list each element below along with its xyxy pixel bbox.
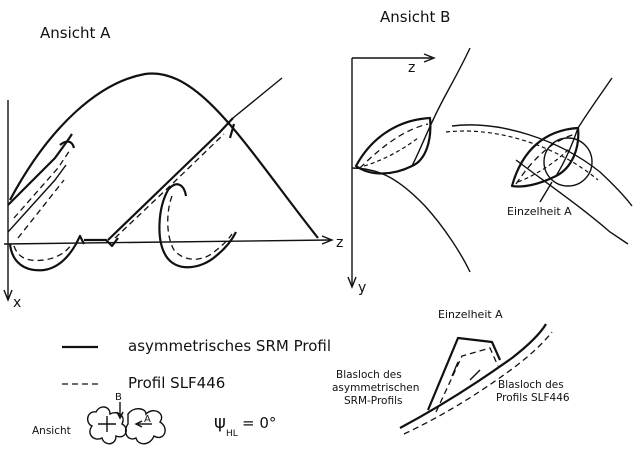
detail-a: Einzelheit A Blasloch des asymmetrischen… xyxy=(332,308,570,435)
detail-a-srm-label-1: Blasloch des xyxy=(336,369,402,381)
inset-rotor-male-icon xyxy=(86,406,127,445)
view-b-blowhole-1-slf xyxy=(359,123,429,169)
view-a-flank-2-tip xyxy=(228,123,236,139)
view-a-x-arrow-icon xyxy=(3,289,13,302)
view-a-srm-tooth-1 xyxy=(59,140,76,149)
view-a-slf-root-2 xyxy=(167,195,233,260)
view-b-housing-arc xyxy=(451,124,633,207)
legend-srm-label: asymmetrisches SRM Profil xyxy=(128,337,331,355)
detail-a-slf-label-2: Profils SLF446 xyxy=(496,392,570,404)
view-a-slf-flank-1b xyxy=(17,179,65,239)
detail-a-slf-leader xyxy=(469,369,481,381)
detail-a-srm-edge xyxy=(399,323,547,429)
view-b-detail-callout: Einzelheit A xyxy=(507,205,572,218)
view-a-srm-tip-step xyxy=(84,237,119,248)
view-b-blowhole-1 xyxy=(354,116,432,175)
detail-a-srm-label-3: SRM-Profils xyxy=(344,395,402,407)
view-a-srm-flank-1 xyxy=(7,133,73,206)
rotor-inset: Ansicht B A xyxy=(32,392,166,445)
view-b-flank-2 xyxy=(555,77,613,177)
detail-a-srm-label-2: asymmetrischen xyxy=(332,382,419,394)
view-a-slf-root-1 xyxy=(13,243,73,262)
inset-mark-a: A xyxy=(144,414,151,425)
view-b-rotor-arc xyxy=(351,167,471,273)
view-b-z-label: z xyxy=(408,60,415,76)
detail-a-slf-label-1: Blasloch des xyxy=(498,379,564,391)
detail-a-srm-blowhole xyxy=(426,336,502,411)
view-b-blowhole-2-slf xyxy=(515,133,577,185)
detail-a-slf-blowhole xyxy=(435,347,499,413)
inset-label: Ansicht xyxy=(32,425,71,437)
inset-arrow-a-head-icon xyxy=(134,420,143,428)
view-b-z-arrow-icon xyxy=(423,53,436,63)
view-a-srm-flank-2 xyxy=(107,117,234,241)
view-a-flank-2-extension xyxy=(232,77,283,119)
view-a-srm-flank-1b xyxy=(7,164,67,233)
view-b-y-arrow-icon xyxy=(347,276,357,289)
view-b-y-label: y xyxy=(358,280,366,296)
angle-value: = 0° xyxy=(242,414,276,432)
angle-subscript: HL xyxy=(226,429,238,439)
view-b-detail-circle xyxy=(543,137,593,187)
inset-rotor-female-icon xyxy=(124,408,166,445)
detail-a-slf-edge xyxy=(403,331,553,435)
legend: asymmetrisches SRM Profil Profil SLF446 xyxy=(62,337,331,392)
view-a-slf-flank-2 xyxy=(114,133,225,239)
legend-slf-label: Profil SLF446 xyxy=(128,374,225,392)
view-a-srm-root-2 xyxy=(158,189,237,269)
view-b-title: Ansicht B xyxy=(380,8,450,26)
view-a-srm-root-1 xyxy=(8,234,85,272)
detail-a-srm-label: Blasloch des asymmetrischen SRM-Profils xyxy=(332,369,423,407)
view-b-detail-leader xyxy=(539,181,553,203)
view-b-rotor-arc-2 xyxy=(515,159,629,245)
view-a-title: Ansicht A xyxy=(40,24,111,42)
view-b-flank-1 xyxy=(411,47,471,167)
detail-a-slf-label: Blasloch des Profils SLF446 xyxy=(496,379,570,404)
view-b-blowhole-2 xyxy=(510,126,580,188)
inset-arrow-b-head-icon xyxy=(116,411,124,420)
view-a-x-label: x xyxy=(13,295,21,311)
view-a: Ansicht A z x xyxy=(3,24,343,311)
inset-mark-b: B xyxy=(115,392,122,403)
wrap-angle: ψ HL = 0° xyxy=(214,412,276,439)
detail-a-title: Einzelheit A xyxy=(438,308,503,321)
view-b-blowhole-2-inner xyxy=(517,147,571,183)
view-a-srm-tooth-2 xyxy=(167,183,188,197)
view-a-z-label: z xyxy=(336,235,343,251)
view-a-slf-flank-1 xyxy=(13,149,71,219)
view-b-blowhole-1-inner xyxy=(363,137,419,167)
view-b: Ansicht B z y Einzelheit A xyxy=(347,8,633,296)
view-a-housing-arc xyxy=(9,72,319,239)
angle-symbol: ψ xyxy=(214,412,226,433)
view-a-z-arrow-icon xyxy=(321,235,334,245)
view-a-z-axis xyxy=(3,239,331,245)
detail-a-srm-leader xyxy=(451,361,459,377)
